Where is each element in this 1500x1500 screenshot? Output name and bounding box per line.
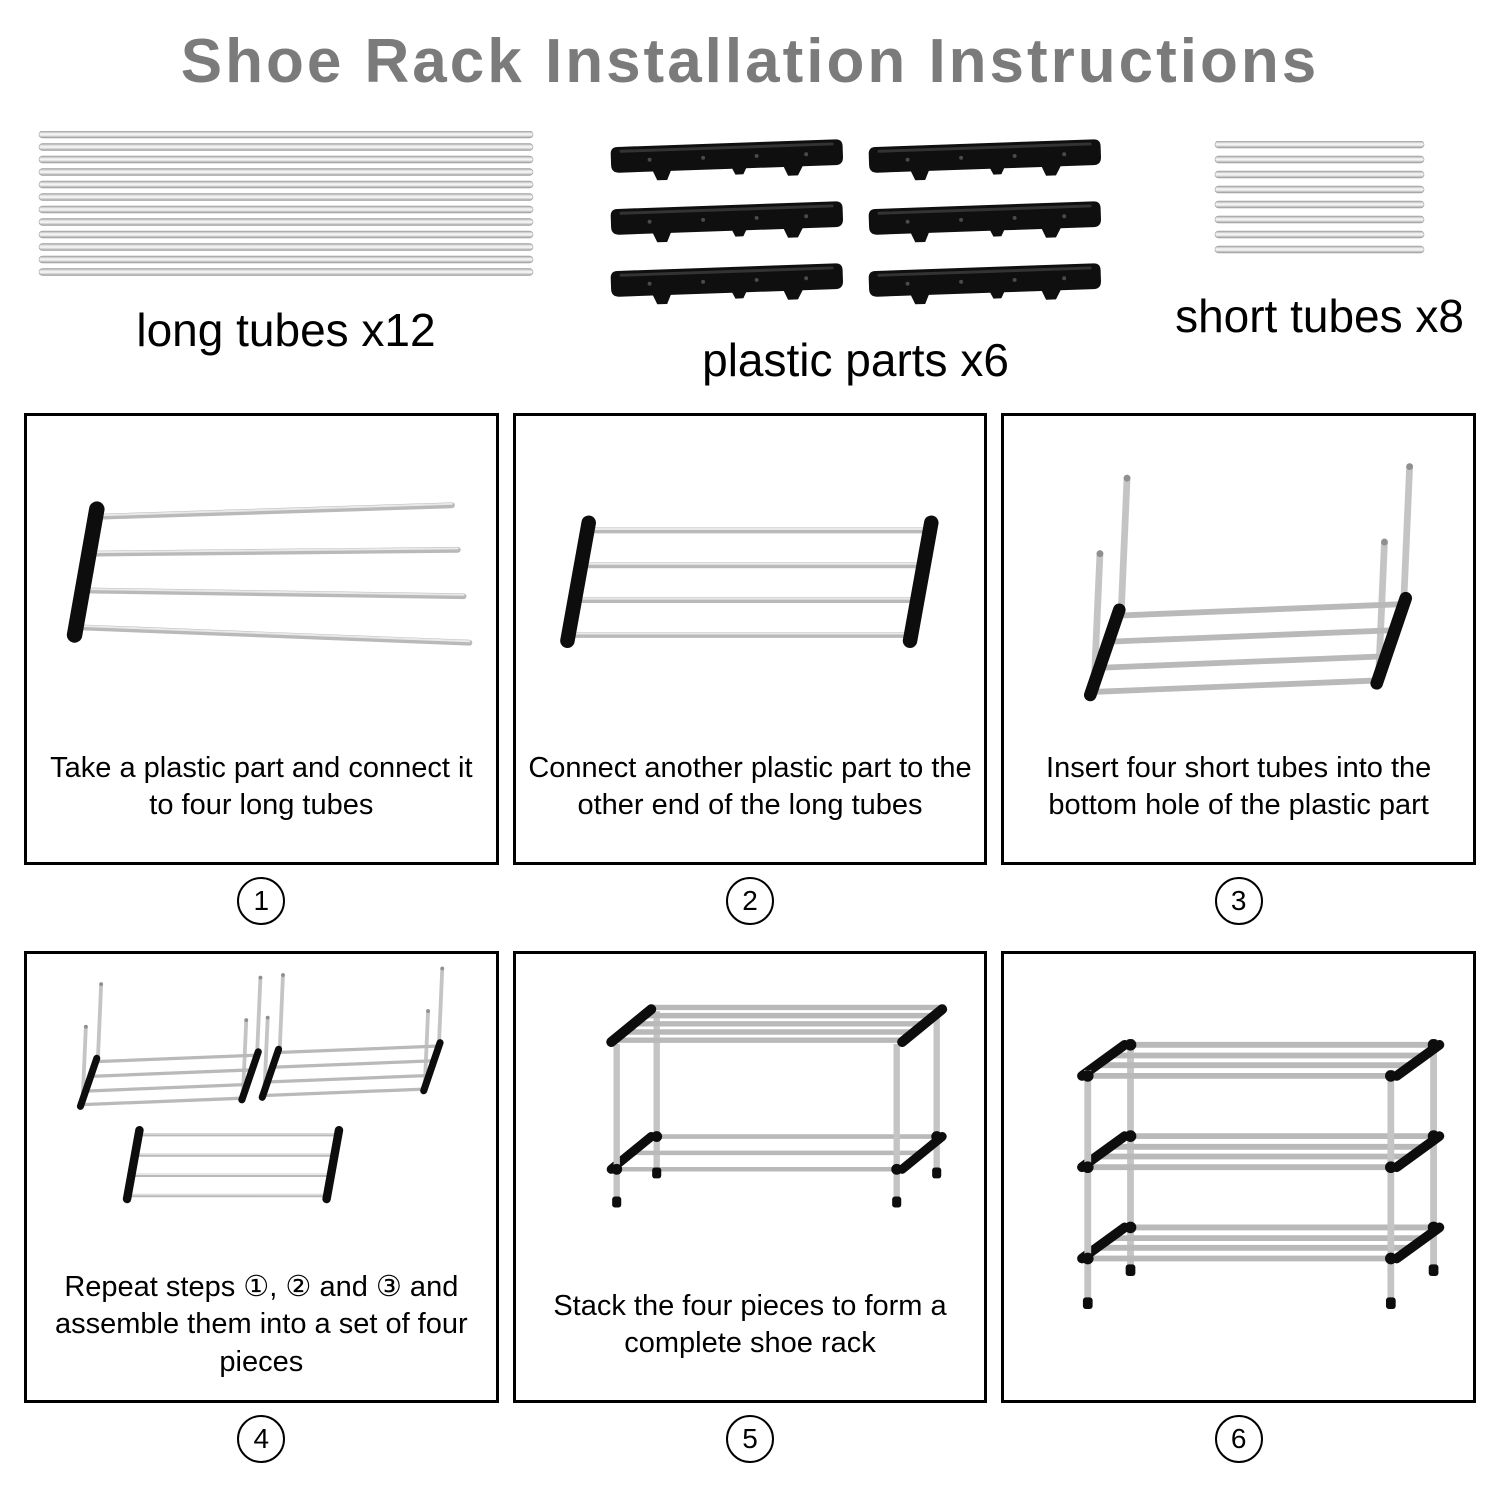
- plastic-part-icon: [867, 201, 1102, 244]
- step-3-illustration: [1012, 424, 1465, 724]
- step-3-caption: Insert four short tubes into the bottom …: [1046, 751, 1432, 821]
- plastic-part-icon: [609, 139, 844, 182]
- step-1-illustration: [66, 501, 473, 646]
- page-title: Shoe Rack Installation Instructions: [180, 27, 1320, 96]
- step-5: Stack the four pieces to form a complete…: [512, 951, 988, 1463]
- step-2-caption: Connect another plastic part to the othe…: [528, 751, 972, 821]
- step-3-box: Insert four short tubes into the bottom …: [1001, 413, 1476, 865]
- step-5-number-badge: 5: [725, 1415, 774, 1463]
- step-3: Insert four short tubes into the bottom …: [1001, 413, 1476, 925]
- plastic-part-icon: [609, 263, 844, 306]
- step-6: 6: [1001, 951, 1476, 1463]
- part-plastic-parts: plastic parts x6: [608, 131, 1104, 387]
- step-4-box: Repeat steps ①, ② and ③ and assemble the…: [24, 951, 499, 1403]
- step-3-number-badge: 3: [1214, 877, 1263, 925]
- step-4-number-badge: 4: [237, 1415, 286, 1463]
- steps-grid: Take a plastic part and connect it to fo…: [22, 413, 1478, 1463]
- part-short-tubes: short tubes x8: [1175, 131, 1464, 343]
- step-5-box: Stack the four pieces to form a complete…: [512, 951, 988, 1403]
- step-1-box: Take a plastic part and connect it to fo…: [24, 413, 499, 865]
- part-label-plastic-parts: plastic parts x6: [702, 334, 1009, 386]
- step-2: Connect another plastic part to the othe…: [512, 413, 988, 925]
- step-1-caption: Take a plastic part and connect it to fo…: [50, 751, 473, 821]
- plastic-part-icon: [609, 201, 844, 244]
- step-6-illustration: [1077, 1038, 1445, 1310]
- step-4-caption: Repeat steps ①, ② and ③ and assemble the…: [55, 1271, 468, 1378]
- part-long-tubes: long tubes x12: [36, 131, 536, 357]
- plastic-part-icon: [867, 263, 1102, 306]
- step-5-caption: Stack the four pieces to form a complete…: [553, 1289, 947, 1359]
- step-5-illustration: [605, 1004, 947, 1208]
- step-2-number-badge: 2: [725, 877, 774, 925]
- long-tubes-illustration: [38, 131, 534, 276]
- step-1-number-badge: 1: [237, 877, 286, 925]
- plastic-part-icon: [867, 139, 1102, 182]
- step-2-box: Connect another plastic part to the othe…: [512, 413, 988, 865]
- plastic-parts-illustration: [608, 137, 1104, 307]
- part-label-short-tubes: short tubes x8: [1175, 290, 1464, 342]
- step-2-illustration: [524, 424, 977, 724]
- step-6-box: [1001, 951, 1476, 1403]
- step-4: Repeat steps ①, ② and ③ and assemble the…: [24, 951, 499, 1463]
- part-label-long-tubes: long tubes x12: [136, 304, 436, 356]
- step-6-caption: [1012, 1386, 1465, 1388]
- step-1: Take a plastic part and connect it to fo…: [24, 413, 499, 925]
- step-4-illustration: [35, 962, 488, 1262]
- parts-list: long tubes x12 plastic parts x6 short tu…: [22, 131, 1478, 387]
- step-6-number-badge: 6: [1214, 1415, 1263, 1463]
- short-tubes-illustration: [1214, 141, 1425, 254]
